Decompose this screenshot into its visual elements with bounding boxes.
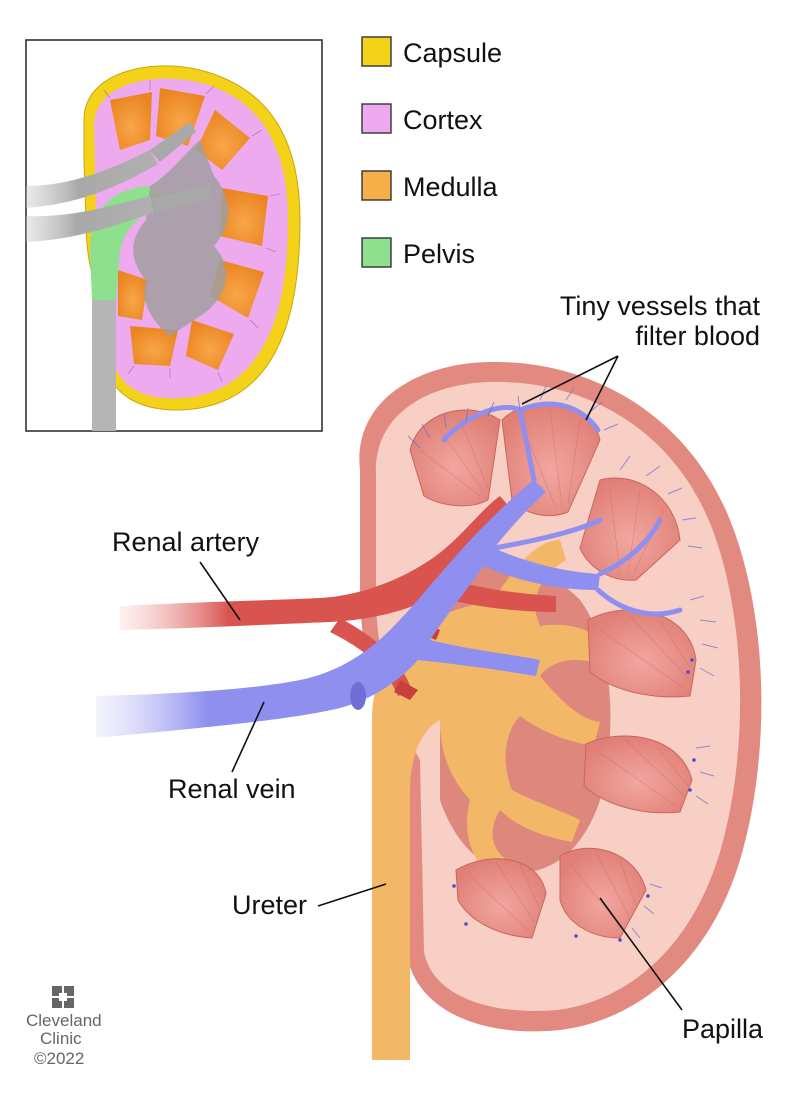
legend-swatch-pelvis	[361, 237, 392, 268]
renal-vein-leader	[231, 701, 265, 773]
tiny-vessels-leader	[521, 355, 619, 421]
legend-swatch-capsule	[361, 36, 392, 67]
pyramid	[583, 735, 693, 814]
legend-item-pelvis: Pelvis	[361, 237, 475, 269]
renal-artery-leader	[199, 561, 241, 621]
pyramid	[579, 477, 681, 581]
pyramid	[409, 409, 501, 507]
brand-block: Cleveland Clinic ©2022	[26, 986, 102, 1068]
legend-label-cortex: Cortex	[403, 105, 483, 135]
label-ureter: Ureter	[232, 883, 387, 920]
legend-swatch-cortex	[361, 103, 392, 134]
tiny-vessels-label-line1: Tiny vessels that	[560, 291, 761, 321]
renal-pelvis	[372, 540, 606, 1060]
inset-ureter	[92, 300, 116, 431]
legend-item-medulla: Medulla	[361, 170, 499, 202]
cleveland-clinic-logo-icon	[52, 986, 74, 1008]
inset-medulla	[110, 88, 268, 370]
vein-opening	[350, 682, 366, 710]
label-tiny-vessels: Tiny vessels that filter blood	[521, 291, 761, 421]
legend-label-medulla: Medulla	[403, 172, 499, 202]
label-papilla: Papilla	[599, 897, 764, 1044]
legend: Capsule Cortex Medulla Pelvis	[361, 36, 502, 269]
brand-line1: Cleveland	[26, 1011, 102, 1030]
brand-line2: Clinic	[40, 1029, 82, 1048]
ureter-label: Ureter	[232, 890, 307, 920]
pyramid	[559, 847, 647, 939]
renal-vein	[96, 385, 719, 942]
brand-copyright: ©2022	[34, 1049, 84, 1068]
papilla-leader	[599, 897, 683, 1011]
legend-label-capsule: Capsule	[403, 38, 502, 68]
legend-item-cortex: Cortex	[361, 103, 483, 135]
papilla-label: Papilla	[682, 1014, 764, 1044]
tiny-vessels-label-line2: filter blood	[635, 321, 760, 351]
renal-vein-label: Renal vein	[168, 774, 296, 804]
legend-item-capsule: Capsule	[361, 36, 502, 68]
legend-swatch-medulla	[361, 170, 392, 201]
inset-vessels	[26, 150, 158, 208]
legend-label-pelvis: Pelvis	[403, 239, 475, 269]
ureter-leader	[317, 883, 387, 907]
label-renal-vein: Renal vein	[168, 701, 296, 804]
inset-panel	[25, 39, 323, 432]
renal-artery-label: Renal artery	[112, 527, 260, 557]
main-kidney	[359, 361, 762, 1060]
label-renal-artery: Renal artery	[112, 527, 260, 621]
pyramid	[455, 858, 547, 939]
